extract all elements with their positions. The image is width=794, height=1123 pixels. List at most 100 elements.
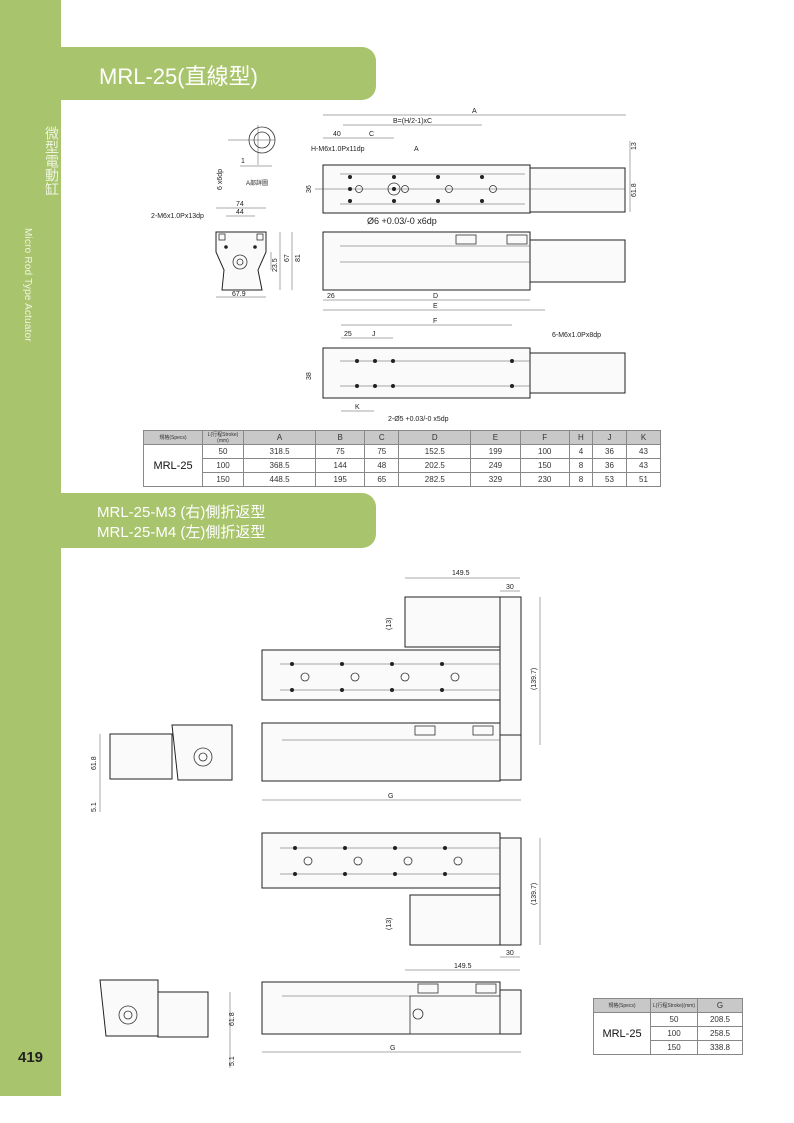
- dim-13-top: (13): [386, 618, 393, 630]
- table-cell: 43: [625, 458, 662, 473]
- dim-149-5-top: 149.5: [452, 570, 470, 577]
- header-j: J: [592, 430, 627, 445]
- table-cell: 8: [568, 472, 594, 487]
- section2-banner: MRL-25-M3 (右)側折返型 MRL-25-M4 (左)側折返型: [61, 493, 376, 548]
- section1-banner: MRL-25(直線型): [61, 47, 376, 100]
- bottom-view-drawing: F 25 J 6-M6x1.0Px8dp 38 K 2-Ø5 +0.03/-0 …: [306, 318, 626, 423]
- header-f: F: [519, 430, 570, 445]
- bottom-hole-label: 6-M6x1.0Px8dp: [552, 332, 601, 339]
- detail-a-drawing: 6 x6dp 1 A部詳圖: [217, 125, 276, 190]
- top-view-drawing: A B=(H/2-1)xC 40 C H-M6x1.0Px11dp A 13 6…: [306, 108, 638, 226]
- dim-61-8-b: 61.8: [229, 1012, 236, 1026]
- model-cell: MRL-25: [593, 1012, 651, 1055]
- table-cell: 50: [650, 1012, 698, 1027]
- table-cell: 100: [202, 458, 244, 473]
- sidebar: 微型電動缸 Micro Rod Type Actuator 419: [0, 0, 61, 1096]
- header-e: E: [470, 430, 521, 445]
- dim-c: C: [369, 131, 374, 138]
- dim-30-bot: 30: [506, 950, 514, 957]
- header-a: A: [242, 430, 317, 445]
- section2-title-line2: MRL-25-M4 (左)側折返型: [97, 524, 266, 541]
- header-h: H: [568, 430, 594, 445]
- header-stroke: L(行程Stroke)(mm): [650, 998, 698, 1013]
- section1-title: MRL-25(直線型): [99, 64, 258, 89]
- table-cell: 36: [592, 458, 627, 473]
- page-number: 419: [18, 1049, 44, 1066]
- dim-149-5-bot: 149.5: [454, 963, 472, 970]
- table-header-row: 規格(Specs) L(行程Stroke)(mm) G: [593, 998, 743, 1013]
- table-cell: 100: [519, 444, 570, 459]
- dim-d: D: [433, 293, 438, 300]
- dim-81: 81: [295, 254, 302, 262]
- side-view-drawing: 26 D E: [322, 231, 626, 311]
- dim-74: 74: [236, 201, 244, 208]
- table-cell: 43: [625, 444, 662, 459]
- dim-67-9: 67.9: [232, 291, 246, 298]
- dim-13: 13: [631, 142, 638, 150]
- header-specs: 規格(Specs): [143, 430, 203, 445]
- table-cell: 258.5: [697, 1026, 743, 1041]
- dim-f: F: [433, 318, 437, 325]
- dim-g-b: G: [390, 1045, 395, 1052]
- detail-1-label: 1: [241, 158, 245, 165]
- table-cell: 150: [519, 458, 570, 473]
- table-cell: 199: [470, 444, 521, 459]
- table-cell: 368.5: [242, 458, 317, 473]
- table-cell: 100: [650, 1026, 698, 1041]
- header-k: K: [625, 430, 662, 445]
- table-cell: 195: [315, 472, 366, 487]
- dim-26: 26: [327, 293, 335, 300]
- table-header-row: 規格(Specs) L(行程Stroke)(mm) A B C D E F H …: [143, 430, 662, 445]
- dim-g-a: G: [388, 793, 393, 800]
- header-b: B: [315, 430, 366, 445]
- dim-5-1-b: 5.1: [229, 1056, 236, 1066]
- table-cell: 75: [315, 444, 366, 459]
- detail-depth-label: 6 x6dp: [217, 169, 224, 190]
- table-cell: 448.5: [242, 472, 317, 487]
- header-c: C: [364, 430, 400, 445]
- dim-b: B=(H/2-1)xC: [393, 118, 432, 125]
- dim-38: 38: [306, 372, 313, 380]
- dim-36: 36: [306, 185, 313, 193]
- m3-drawing: 149.5 30 (13) (139.7) G 61.8 5.1: [91, 570, 541, 812]
- table-cell: 208.5: [697, 1012, 743, 1027]
- dim-61-8: 61.8: [631, 183, 638, 197]
- table-cell: 36: [592, 444, 627, 459]
- table-cell: 152.5: [398, 444, 472, 459]
- sidebar-title-en: Micro Rod Type Actuator: [22, 228, 33, 342]
- table-cell: 50: [202, 444, 244, 459]
- table-cell: 4: [568, 444, 594, 459]
- table-cell: 8: [568, 458, 594, 473]
- table-cell: 48: [364, 458, 400, 473]
- dim-k: K: [355, 404, 360, 411]
- a-mark-label: A: [414, 146, 419, 153]
- table-cell: 53: [592, 472, 627, 487]
- dim-61-8-a: 61.8: [91, 756, 98, 770]
- h-hole-label: H-M6x1.0Px11dp: [311, 146, 365, 153]
- table-cell: 249: [470, 458, 521, 473]
- dim-25: 25: [344, 331, 352, 338]
- m4-drawing: (139.7) (13) 30 149.5 G 61.8 5.1: [99, 832, 541, 1068]
- dim-40: 40: [333, 131, 341, 138]
- header-stroke: L(行程Stroke)(mm): [202, 430, 244, 445]
- dim-e: E: [433, 303, 438, 310]
- dim-30-top: 30: [506, 584, 514, 591]
- header-g: G: [697, 998, 743, 1013]
- table-cell: 75: [364, 444, 400, 459]
- table-cell: 202.5: [398, 458, 472, 473]
- header-specs: 規格(Specs): [593, 998, 651, 1013]
- table-cell: 329: [470, 472, 521, 487]
- sidebar-title-cn: 微型電動缸: [44, 126, 60, 196]
- table-cell: 282.5: [398, 472, 472, 487]
- table-cell: 51: [625, 472, 662, 487]
- dim-139-7-top: (139.7): [531, 668, 538, 690]
- end-hole-label: 2-M6x1.0Px13dp: [151, 213, 204, 220]
- pin-hole-label: Ø6 +0.03/-0 x6dp: [367, 216, 437, 226]
- dim-13-bot: (13): [386, 918, 393, 930]
